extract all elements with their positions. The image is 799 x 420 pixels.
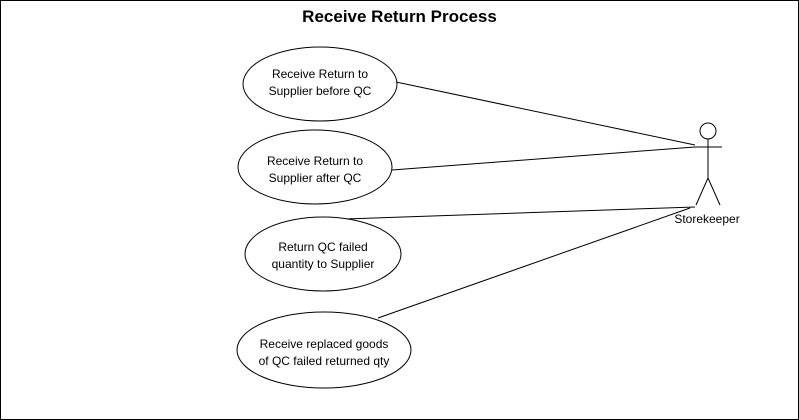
use-case-label-line-2: Supplier after QC (269, 171, 362, 185)
actor-name-label: Storekeeper (674, 212, 739, 226)
use-case-receive-return-after-qc[interactable]: Receive Return to Supplier after QC (237, 129, 393, 205)
actor-storekeeper[interactable]: Storekeeper (674, 122, 740, 226)
use-case-label-line-1: Receive Return to (267, 154, 363, 168)
association-line-4 (377, 207, 691, 319)
use-case-label-line-1: Return QC failed (278, 240, 367, 254)
use-case-return-qc-failed-quantity[interactable]: Return QC failed quantity to Supplier (244, 216, 402, 292)
actor-right-leg (707, 177, 721, 206)
actor-head (699, 122, 717, 140)
association-line-1 (395, 81, 696, 146)
association-line-3 (344, 206, 696, 220)
diagram-title: Receive Return Process (302, 7, 497, 26)
use-case-label-line-2: of QC failed returned qty (259, 354, 390, 368)
use-case-receive-replaced-goods[interactable]: Receive replaced goods of QC failed retu… (236, 311, 412, 389)
use-case-label-line-2: Supplier before QC (269, 84, 372, 98)
use-case-label-line-2: quantity to Supplier (272, 257, 375, 271)
use-case-receive-return-before-qc[interactable]: Receive Return to Supplier before QC (242, 46, 398, 122)
use-case-label-line-1: Receive replaced goods (260, 337, 389, 351)
association-line-2 (391, 146, 696, 171)
use-case-label-line-1: Receive Return to (272, 67, 368, 81)
actor-left-leg (695, 177, 709, 206)
